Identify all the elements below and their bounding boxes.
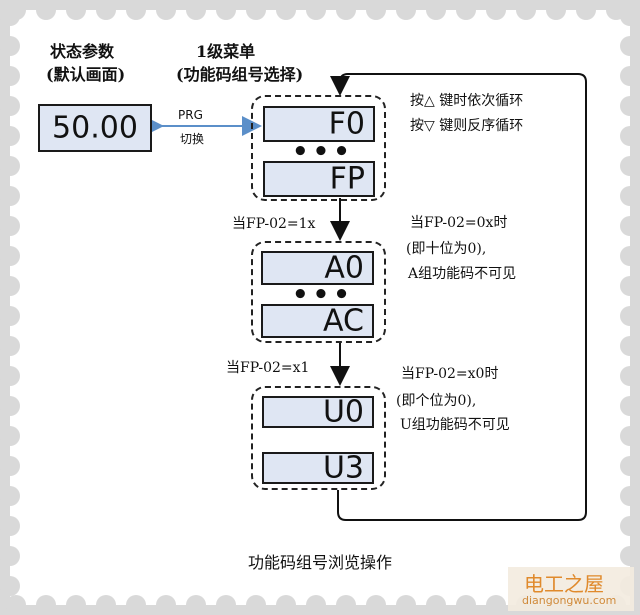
watermark-panel [508,567,634,611]
u0-label: U0 [322,394,364,430]
cycle-down-note: 按▽ 键则反序循环 [410,118,524,134]
a0-box[interactable]: A0 [261,250,374,286]
fp-box[interactable]: FP [263,161,375,197]
a0-label: A0 [324,250,364,286]
u-note-line2: (即个位为0), [396,393,477,409]
a-note-line3: A组功能码不可见 [408,266,517,282]
u3-label: U3 [322,450,364,486]
group-a [251,241,386,343]
u3-box[interactable]: U3 [262,450,374,486]
u-note-line3: U组功能码不可见 [400,417,510,433]
group-f [251,95,386,201]
status-title: 状态参数 [50,42,115,61]
menu-subtitle: (功能码组号选择) [176,65,304,84]
condition-fp-a: 当FP-02=1x [232,216,316,232]
prg-switch-label: 切换 [180,132,205,146]
ac-label: AC [323,303,364,339]
u-note-line1: 当FP-02=x0时 [401,366,499,382]
a-note-line2: (即十位为0), [406,241,487,257]
ac-box[interactable]: AC [261,303,374,339]
menu-title: 1级菜单 [196,42,256,61]
cycle-loop-arrow [330,73,587,521]
f0-box[interactable]: F0 [263,106,375,142]
a-note-line1: 当FP-02=0x时 [410,215,508,231]
status-value-box: 50.00 [38,104,152,152]
status-subtitle: (默认画面) [46,65,126,84]
f0-label: F0 [328,106,365,142]
watermark-title: 电工之屋 [524,572,604,596]
fp-label: FP [329,161,365,197]
watermark-url: diangongwu.com [522,594,617,607]
cycle-up-note: 按△ 键时依次循环 [410,93,524,109]
u0-box[interactable]: U0 [262,394,374,430]
condition-fp-u: 当FP-02=x1 [226,360,310,376]
diagram-caption: 功能码组号浏览操作 [248,553,393,572]
status-value: 50.00 [52,110,138,146]
group-u [251,386,386,490]
prg-label: PRG [178,108,203,122]
